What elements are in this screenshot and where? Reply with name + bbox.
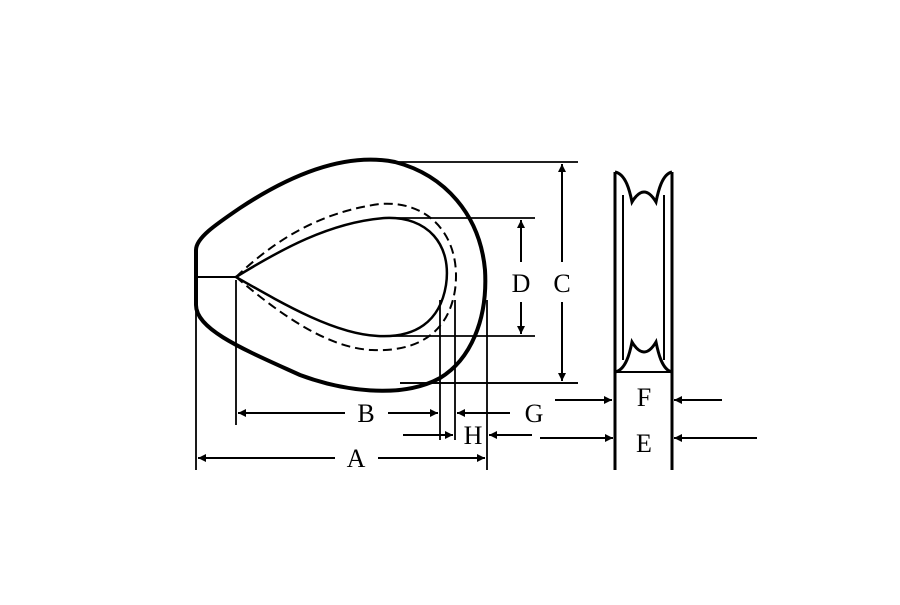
extension-lines (195, 161, 578, 470)
side-bottom-groove (614, 337, 673, 374)
dimension-arrows (198, 164, 757, 462)
label-a: A (347, 444, 366, 473)
label-d: D (512, 269, 531, 298)
label-h: H (464, 421, 483, 450)
label-f: F (637, 383, 651, 412)
side-top-groove (614, 170, 673, 207)
label-b: B (357, 399, 374, 428)
thimble-front-view (194, 157, 488, 393)
thimble-outer-outline (194, 157, 488, 393)
label-e: E (636, 429, 652, 458)
label-g: G (525, 399, 544, 428)
label-c: C (553, 269, 570, 298)
dimension-labels: A B C D E F G H (347, 269, 652, 473)
thimble-inner-outline (233, 216, 449, 338)
thimble-side-view (613, 170, 674, 470)
thimble-groove-dashed (234, 202, 457, 352)
